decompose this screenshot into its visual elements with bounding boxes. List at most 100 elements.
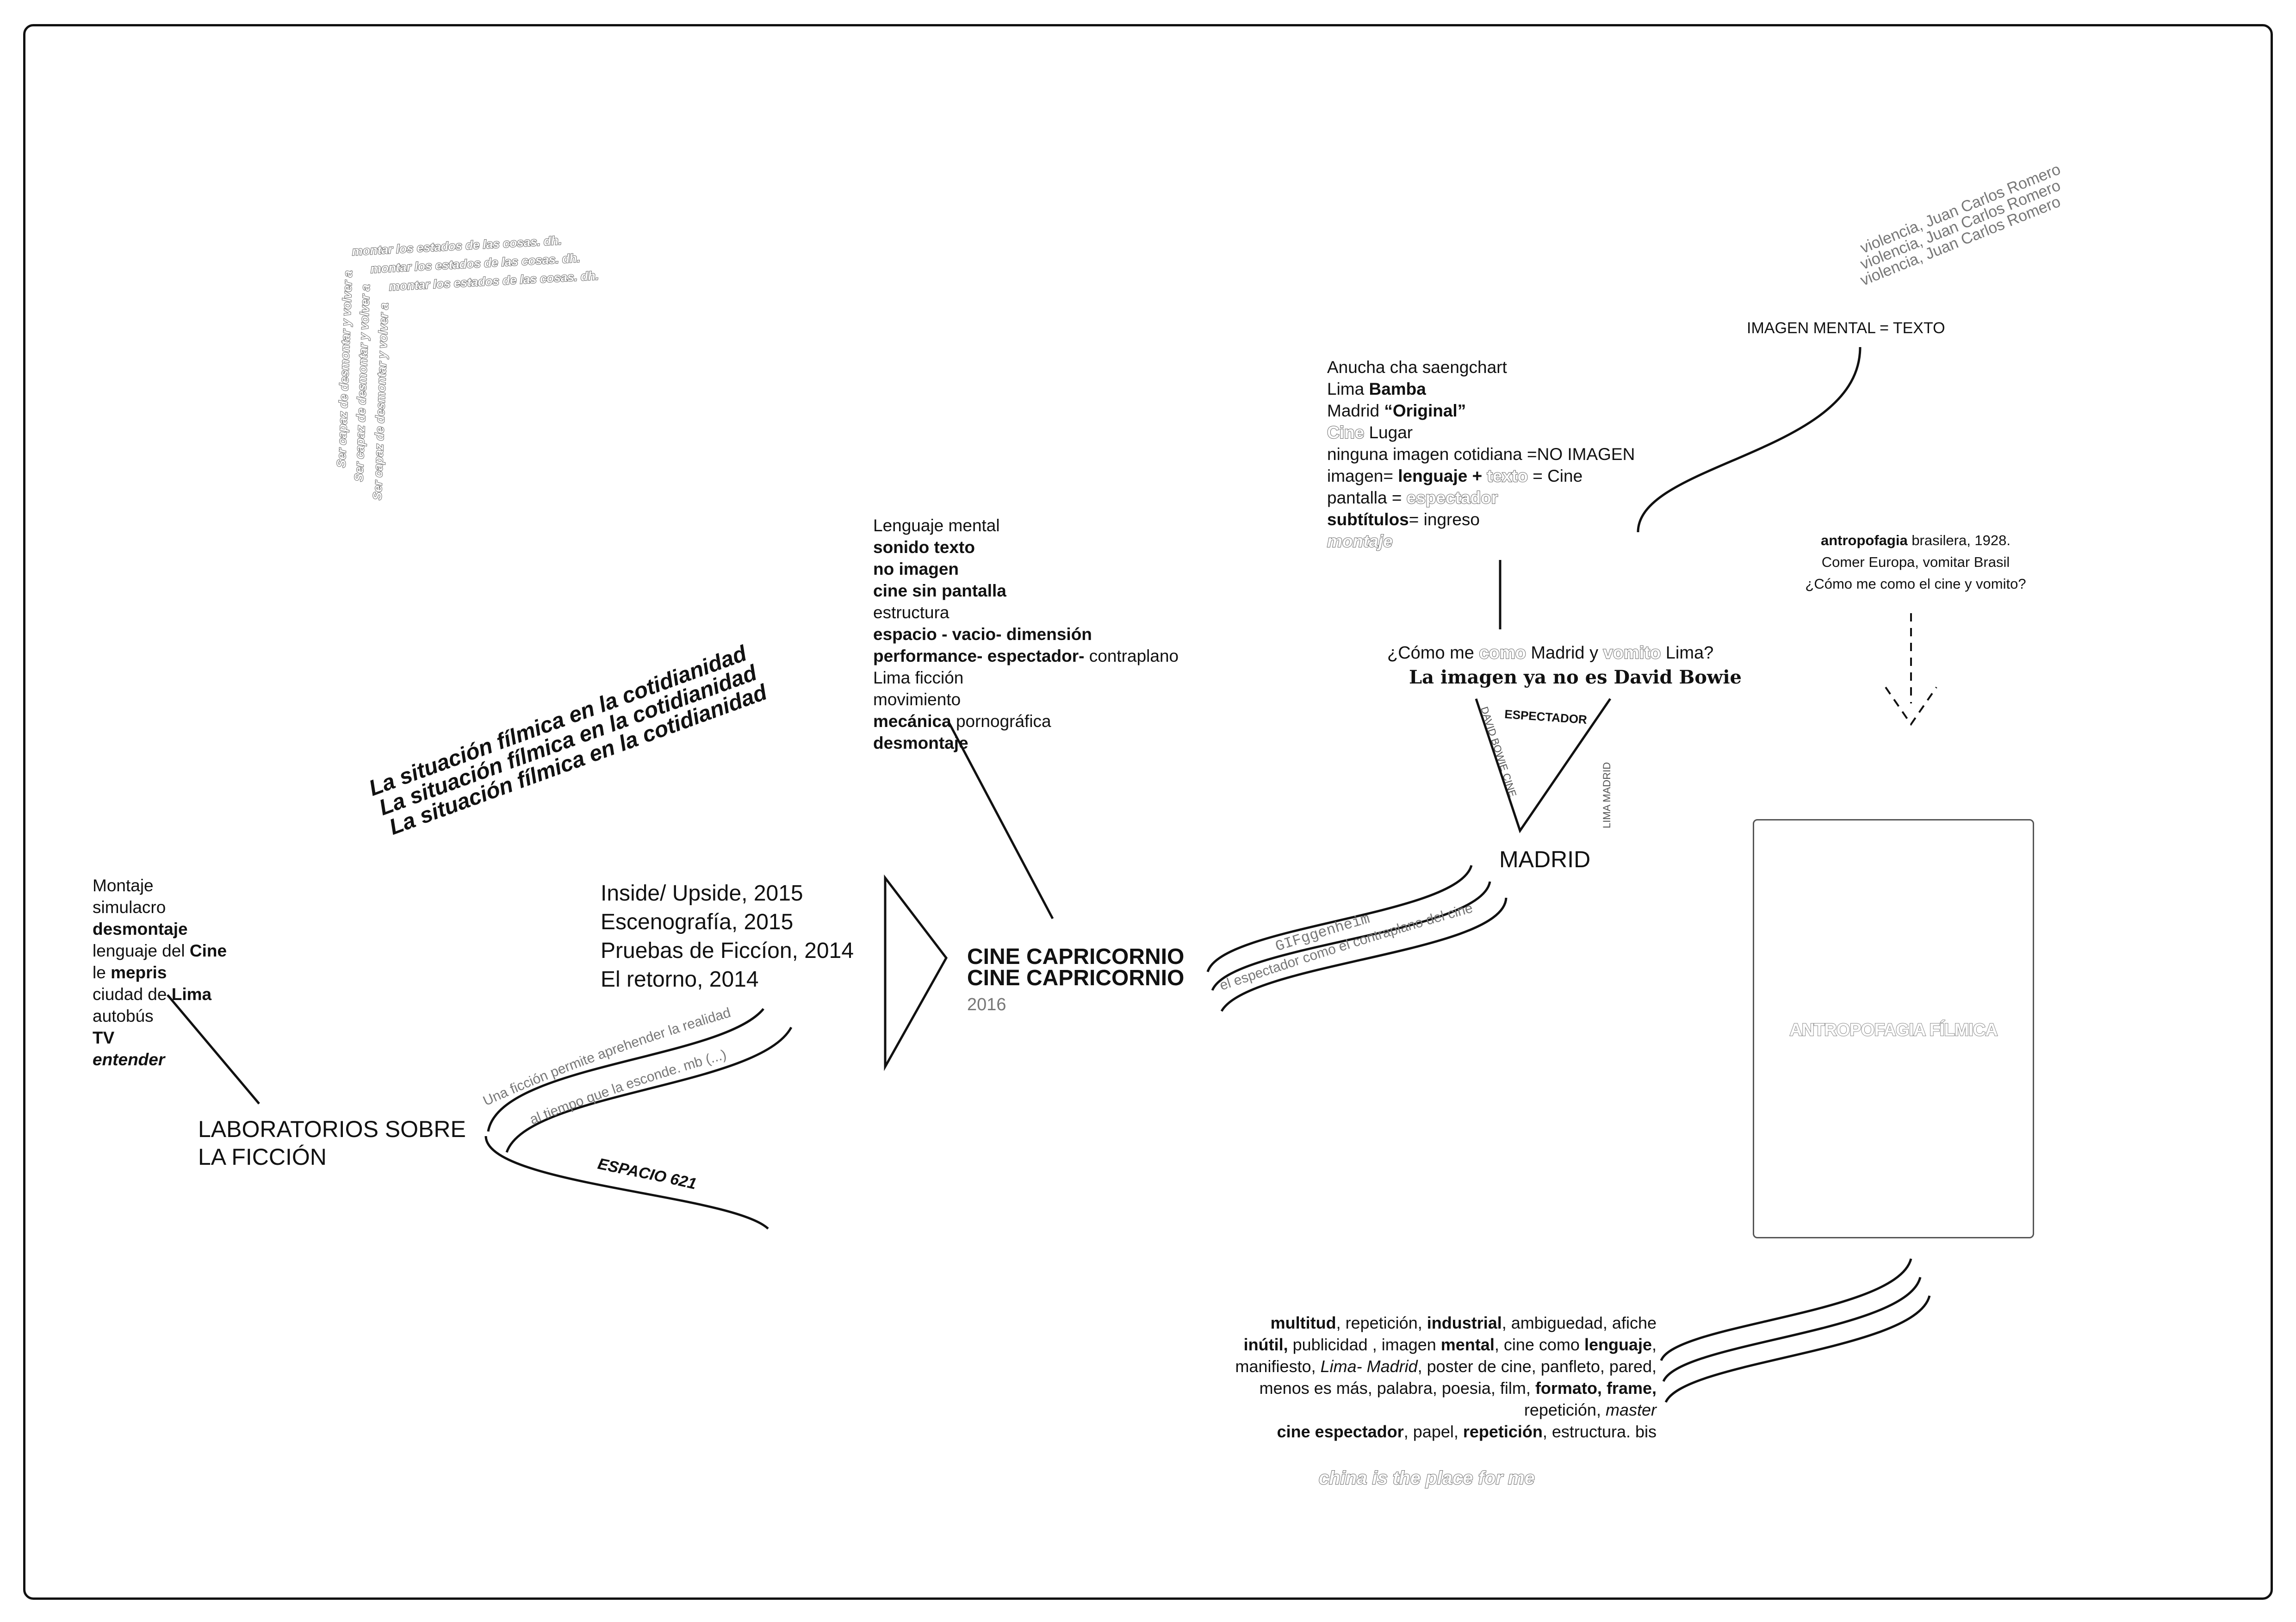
list-line: entender [93,1050,165,1069]
line-left-list [167,994,260,1105]
list-line: movimiento [873,690,961,709]
curve-imagen-mental [1637,347,1862,533]
list-line-part: , [1651,1335,1657,1354]
list-line: manifiesto, Lima- Madrid, poster de cine… [1129,1355,1657,1377]
curve-works-1 [487,1008,764,1132]
list-line: antropofagia brasilera, 1928. [1749,530,2082,552]
list-line: mecánica pornográfica [873,710,1179,732]
curve-text-espectador: el espectador como el contraplano del ci… [1218,901,1475,994]
list-line-part: pantalla = [1327,488,1407,507]
curve-works-2 [505,1026,793,1153]
list-line-part: lenguaje [1584,1335,1652,1354]
list-line: Comer Europa, vomitar Brasil [1821,554,2010,570]
list-line-part: texto [1487,466,1528,486]
list-line-part: menos es más, palabra, poesia, film, [1259,1379,1535,1398]
laboratorios-title: LABORATORIOS SOBRE LA FICCIÓN [198,1115,466,1171]
list-line: TV [93,1028,115,1047]
list-line-part: ciudad de [93,985,172,1004]
list-line: pantalla = espectador [1327,487,1635,509]
list-line-part: , papel, [1403,1422,1463,1441]
list-line-part: inútil, [1243,1335,1288,1354]
list-line-part: lenguaje + [1398,466,1487,485]
question-part: Madrid y [1526,643,1603,663]
list-line-part: Cine [189,941,227,960]
arrow-triangle [884,874,948,1071]
question-part: como [1478,643,1526,663]
list-line-part: , cine como [1494,1335,1584,1354]
list-line: espacio - vacio- dimensión [873,625,1092,644]
list-line: repetición, master [1129,1399,1657,1421]
list-line-part: publicidad , imagen [1288,1335,1441,1354]
list-line-part: , repetición, [1336,1313,1427,1332]
list-line-part: antropofagia [1820,532,1908,548]
cine-capricornio-title-2: CINE CAPRICORNIO [967,966,1185,990]
curve-madrid-1 [1206,865,1473,972]
list-line: simulacro [93,898,166,917]
dashed-arrow-head [1885,686,1937,726]
list-line-part: = ingreso [1409,510,1480,529]
list-line: desmontaje [873,733,968,752]
work-item: El retorno, 2014 [601,967,759,992]
curve-madrid-2 [1211,881,1491,991]
bottom-list: multitud, repetición, industrial, ambigu… [1129,1312,1657,1442]
list-line-part: le [93,963,111,982]
list-line-part: mecánica [873,712,951,731]
work-item: Escenografía, 2015 [601,910,794,934]
list-line: montaje [1327,531,1393,551]
list-line-part: imagen= [1327,466,1398,485]
curve-poster-3 [1664,1295,1931,1403]
question-part: vomito [1603,643,1662,663]
question-line: ¿Cómo me como Madrid y vomito Lima? [1387,643,1713,663]
list-line: estructura [873,603,949,622]
list-line-part: Lima [1327,379,1369,398]
laboratorios-line-1: LABORATORIOS SOBRE [198,1116,466,1142]
question-part: ¿Cómo me [1387,643,1479,663]
cine-capricornio-title-1: CINE CAPRICORNIO [967,945,1185,969]
list-line-part: “Original” [1384,401,1466,420]
cine-capricornio-year: 2016 [967,995,1006,1014]
list-line: cine sin pantalla [873,581,1006,600]
list-line-part: master [1605,1400,1657,1419]
list-line: lenguaje del Cine [93,940,227,962]
list-line: Lenguaje mental [873,516,1000,535]
poster-box: ANTROPOFAGIA FÍLMICA [1753,819,2034,1238]
list-line-part: Lima- Madrid [1320,1357,1418,1376]
mental-list: Lenguaje mental sonido texto no imagen cine… [873,515,1179,754]
list-line-part: Lima [171,985,212,1004]
list-line: sonido texto [873,538,975,557]
imagen-mental-label: IMAGEN MENTAL = TEXTO [1747,319,1945,337]
works-list: Inside/ Upside, 2015 Escenografía, 2015 … [601,879,854,994]
list-line-part: subtítulos [1327,510,1409,529]
china-text: china is the place for me [1318,1467,1535,1489]
work-item: Pruebas de Ficcíon, 2014 [601,938,854,963]
work-item: Inside/ Upside, 2015 [601,881,803,906]
list-line: Lima ficción [873,668,964,687]
espectador-v [1475,698,1612,833]
list-line: no imagen [873,559,959,578]
list-line-part: = Cine [1527,466,1583,485]
list-line-part: performance- espectador- [873,646,1085,665]
list-line: performance- espectador- contraplano [873,645,1179,667]
list-line: Lima Bamba [1327,378,1635,400]
curve-espacio [484,1136,769,1230]
list-line-part: industrial [1427,1313,1502,1332]
curve-text-ficcion-2: al tiempo que la esconde. mb (...) [527,1047,728,1127]
list-line-part: , ambiguedad, afiche [1502,1313,1657,1332]
list-line-part: repetición, [1524,1400,1606,1419]
list-line: multitud, repetición, industrial, ambigu… [1129,1312,1657,1334]
list-line: Cine Lugar [1327,422,1635,443]
list-line-part: Madrid [1327,401,1384,420]
list-line-part: manifiesto, [1235,1357,1321,1376]
list-line: ciudad de Lima [93,983,227,1005]
list-line: desmontaje [93,920,188,938]
list-line-part: cine espectador [1277,1422,1404,1441]
diagram-frame [23,24,2273,1600]
list-line-part: brasilera, 1928. [1907,532,2011,548]
list-line-part: espectador [1406,488,1498,508]
question-part: Lima? [1661,643,1714,663]
line-mental-list [947,721,1054,920]
list-line: Anucha cha saengchart [1327,358,1507,377]
